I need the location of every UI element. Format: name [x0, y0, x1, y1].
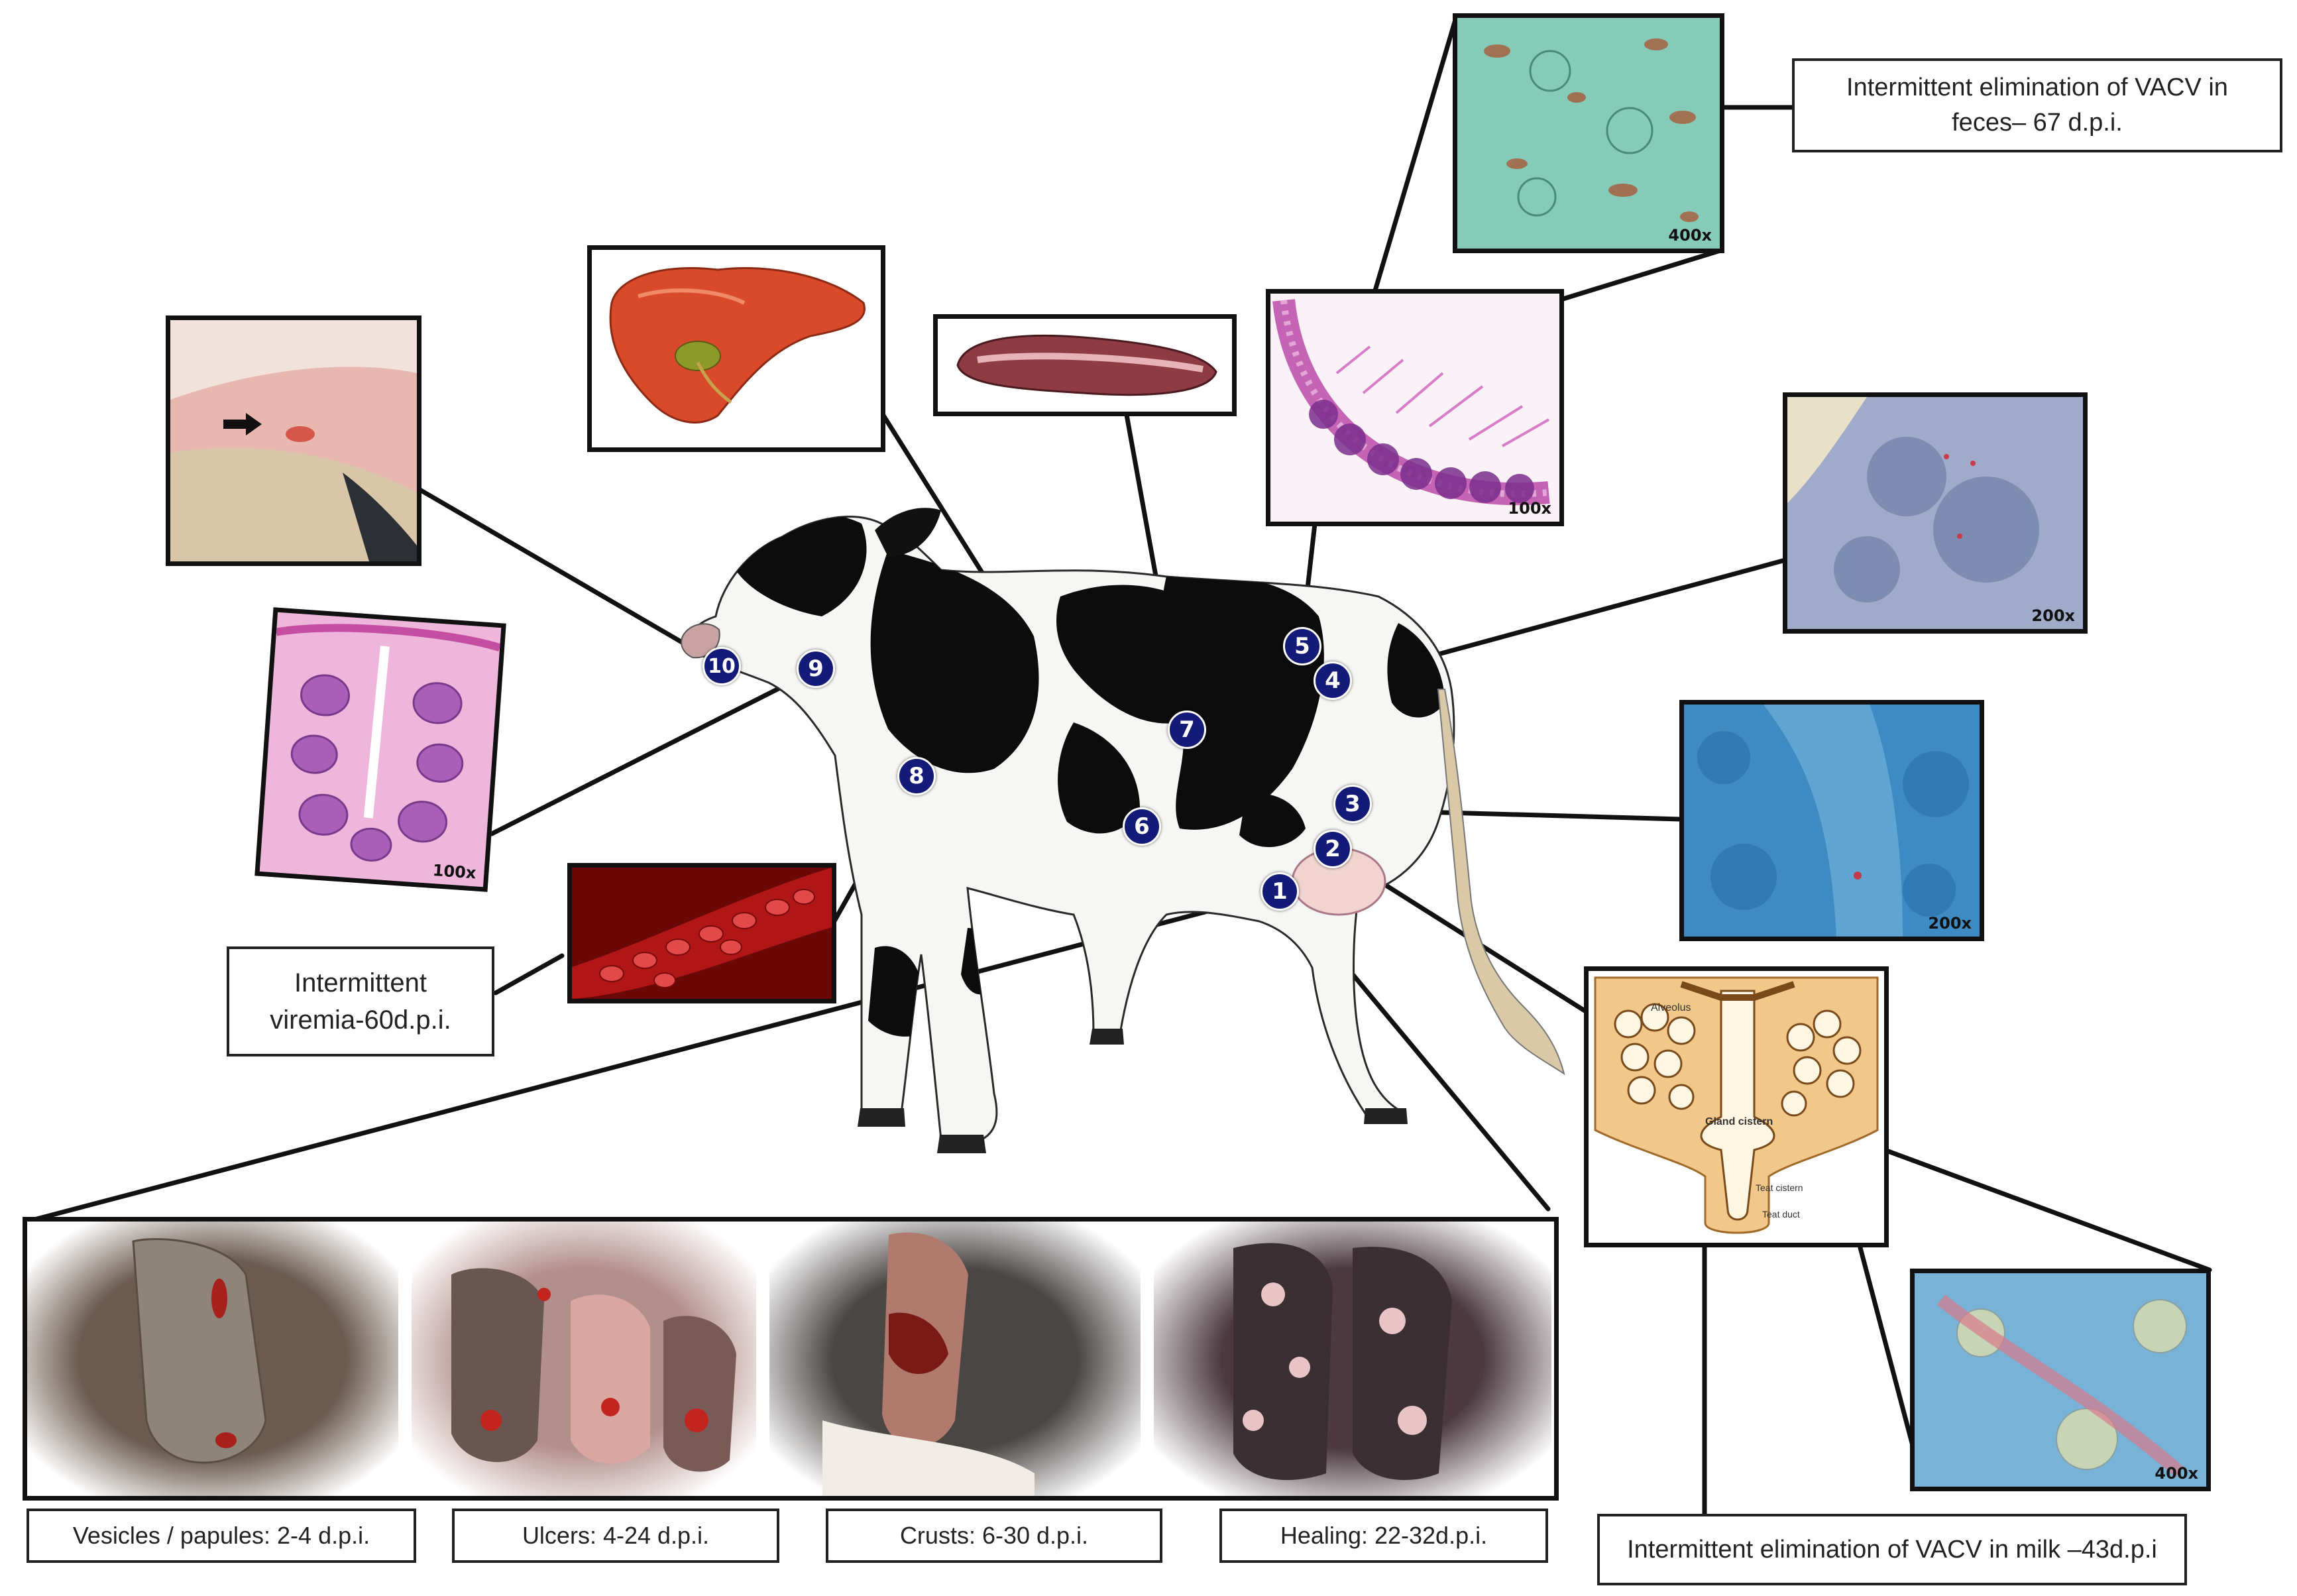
- arrow-right-icon: [223, 413, 262, 435]
- magnification-label: 100x: [431, 860, 477, 883]
- oral-mucosa-frame: [166, 315, 421, 566]
- marker-6: 6: [1123, 807, 1161, 846]
- lymph-node-histology-frame-4: 200x: [1783, 392, 2088, 634]
- blood-vessel-illustration: [572, 868, 832, 999]
- marker-3: 3: [1333, 785, 1372, 823]
- lymph-node-histology-frame-3: 200x: [1679, 700, 1984, 941]
- stage-photo-ulcers: [412, 1222, 756, 1496]
- stage-caption-vesicles: Vesicles / papules: 2-4 d.p.i.: [27, 1509, 416, 1563]
- marker-9: 9: [797, 650, 835, 688]
- line-7: [1124, 412, 1160, 586]
- line-10: [416, 486, 713, 661]
- marker-7: 7: [1168, 711, 1206, 749]
- stage-photo-vesicles: [27, 1222, 398, 1496]
- udder-tissue-histology-image: [1915, 1273, 2206, 1487]
- cow-ear: [875, 508, 941, 557]
- intestine-detail-image: [1457, 18, 1720, 249]
- marker-10: 10: [702, 647, 741, 685]
- mammary-gland-diagram-frame: Alveolus Gland cistern Teat cistern Teat…: [1584, 966, 1889, 1247]
- marker-4: 4: [1314, 661, 1352, 700]
- stage-photo-crusts: [769, 1222, 1141, 1496]
- line-viremia: [493, 953, 565, 996]
- liver-illustration: [609, 266, 866, 424]
- cow-hoof: [858, 1108, 905, 1127]
- magnification-label: 200x: [1928, 914, 1972, 933]
- teat-lesion-stages-frame: [23, 1217, 1559, 1501]
- magnification-label: 400x: [2155, 1464, 2198, 1483]
- teat-duct-label: Teat duct: [1762, 1209, 1800, 1220]
- stage-caption-healing-text: Healing: 22-32d.p.i.: [1280, 1522, 1488, 1549]
- magnification-label: 200x: [2031, 606, 2075, 625]
- mammary-gland-diagram: Alveolus Gland cistern Teat cistern Teat…: [1594, 976, 1879, 1234]
- gland-cistern-label: Gland cistern: [1705, 1116, 1773, 1127]
- lymph-node-histology-image-3: [1684, 705, 1980, 937]
- oral-mucosa-photo: [170, 320, 417, 561]
- intestine-histology-image: [1272, 299, 1550, 506]
- cow-hoof: [937, 1135, 986, 1153]
- milk-caption: Intermittent elimination of VACV in milk…: [1597, 1514, 2187, 1585]
- alveolus-label: Alveolus: [1651, 1002, 1691, 1013]
- stage-caption-crusts-text: Crusts: 6-30 d.p.i.: [899, 1522, 1089, 1549]
- stage-photo-healing: [1154, 1222, 1551, 1496]
- spleen-frame: [933, 314, 1237, 416]
- stage-caption-healing: Healing: 22-32d.p.i.: [1219, 1509, 1548, 1563]
- viremia-caption: Intermittent viremia-60d.p.i.: [227, 946, 494, 1056]
- line-1a: [32, 889, 1283, 1222]
- cow-hoof: [1090, 1029, 1124, 1045]
- lymph-node-histology-image-4: [1787, 397, 2083, 629]
- feces-caption-text: Intermittent elimination of VACV in fece…: [1846, 73, 2228, 137]
- liver-frame: [587, 245, 885, 452]
- stage-caption-ulcers: Ulcers: 4-24 d.p.i.: [452, 1509, 779, 1563]
- magnification-label: 100x: [1508, 499, 1551, 518]
- stage-caption-vesicles-text: Vesicles / papules: 2-4 d.p.i.: [72, 1522, 370, 1549]
- udder-tissue-histology-frame: 400x: [1910, 1269, 2211, 1491]
- stage-caption-ulcers-text: Ulcers: 4-24 d.p.i.: [522, 1522, 710, 1549]
- feces-caption: Intermittent elimination of VACV in fece…: [1792, 58, 2282, 152]
- marker-2: 2: [1314, 830, 1352, 868]
- blood-vessel-frame: [567, 863, 836, 1003]
- intestine-histology-frame: 100x: [1266, 289, 1564, 526]
- viremia-caption-text: Intermittent viremia-60d.p.i.: [270, 968, 451, 1035]
- tonsil-histology-image: [259, 612, 502, 887]
- marker-8: 8: [897, 757, 936, 795]
- marker-1: 1: [1261, 872, 1299, 911]
- stage-caption-crusts: Crusts: 6-30 d.p.i.: [826, 1509, 1162, 1563]
- cow-hoof: [1364, 1108, 1408, 1124]
- tonsil-histology-frame: 100x: [254, 607, 506, 892]
- teat-lesion-photos: [27, 1222, 1551, 1496]
- line-udder-b: [1837, 1131, 2212, 1273]
- milk-caption-text: Intermittent elimination of VACV in milk…: [1627, 1535, 2157, 1564]
- magnification-label: 400x: [1668, 226, 1712, 245]
- spleen-illustration: [956, 334, 1217, 396]
- intestine-detail-frame: 400x: [1453, 13, 1724, 253]
- cow-tail: [1437, 689, 1565, 1076]
- marker-5: 5: [1283, 627, 1321, 665]
- line-9: [489, 667, 819, 836]
- teat-cistern-label: Teat cistern: [1756, 1182, 1803, 1193]
